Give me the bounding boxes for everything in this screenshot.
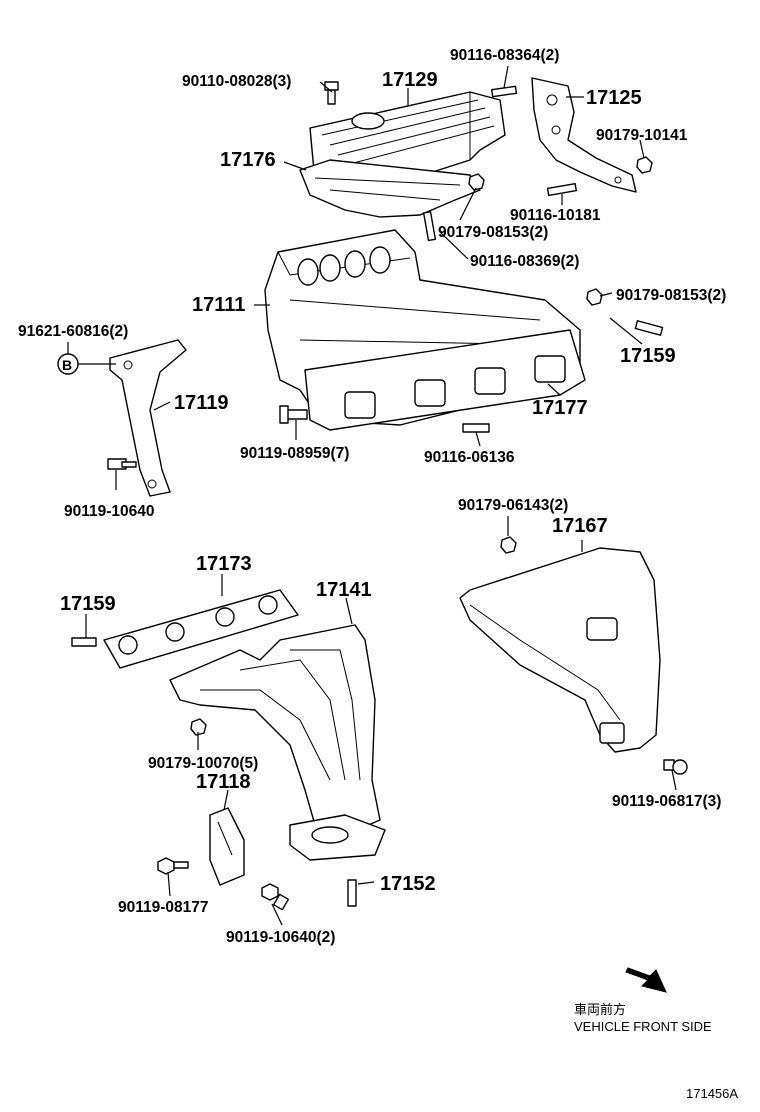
figure-id: 171456A (686, 1086, 738, 1101)
label-90110-08028: 90110-08028(3) (182, 73, 291, 90)
nut-90179-10141 (636, 156, 653, 174)
heat-insulator-17118 (209, 807, 245, 886)
label-90116-08364: 90116-08364(2) (450, 47, 559, 64)
label-17125: 17125 (586, 87, 642, 109)
label-90179-08153-right: 90179-08153(2) (616, 287, 726, 304)
label-90179-06143: 90179-06143(2) (458, 497, 568, 514)
label-90179-10141: 90179-10141 (596, 127, 688, 144)
label-17141: 17141 (316, 579, 372, 601)
bolt-90119-06817 (663, 759, 688, 775)
label-17118: 17118 (196, 771, 251, 793)
stud-17159-bottom (71, 637, 97, 647)
bolt-90119-08959 (279, 405, 308, 424)
stud-17152 (347, 879, 357, 907)
nut-90179-08153-right (586, 288, 603, 306)
stud-17159-top (634, 320, 664, 336)
label-17129: 17129 (382, 69, 438, 91)
bolt-90119-10640-top (107, 458, 137, 470)
direction-english: VEHICLE FRONT SIDE (574, 1019, 712, 1034)
nut-90179-10070 (190, 718, 207, 736)
gasket-17173 (103, 589, 299, 669)
vehicle-front-direction: 車両前方 VEHICLE FRONT SIDE (574, 967, 712, 1034)
bolt-90119-10640-bottom (261, 883, 290, 911)
leader-lines (67, 65, 677, 926)
label-17111: 17111 (192, 294, 245, 316)
label-17176: 17176 (220, 149, 276, 171)
nut-90179-08153-top (468, 173, 485, 191)
label-90116-08369: 90116-08369(2) (470, 253, 579, 270)
bolt-90119-08177 (157, 857, 189, 875)
stud-90116-08364 (490, 85, 518, 98)
label-90116-06136: 90116-06136 (424, 449, 515, 466)
label-17167: 17167 (552, 515, 608, 537)
label-91621-60816: 91621-60816(2) (18, 323, 128, 340)
direction-arrow-icon (625, 967, 667, 993)
marker-b: B (57, 353, 79, 375)
marker-b-text: B (62, 357, 72, 373)
label-17119: 17119 (174, 392, 229, 414)
label-17177: 17177 (532, 397, 588, 419)
stud-90116-06136 (462, 423, 490, 433)
bracket-17119 (109, 339, 187, 497)
direction-japanese: 車両前方 (574, 1002, 626, 1017)
label-90119-06817: 90119-06817(3) (612, 793, 721, 810)
stud-90116-10181 (546, 182, 578, 197)
bolt-90110-08028 (324, 81, 339, 105)
nut-90179-06143 (500, 536, 517, 554)
stud-90116-08369 (422, 210, 437, 242)
label-90119-10640-bottom: 90119-10640(2) (226, 929, 335, 946)
heat-insulator-17167 (459, 547, 661, 753)
label-17159-top: 17159 (620, 345, 676, 367)
bracket-17125 (531, 77, 637, 193)
gasket-17176 (299, 159, 481, 218)
label-90119-08177: 90119-08177 (118, 899, 209, 916)
label-17173: 17173 (196, 553, 252, 575)
label-17159-bottom: 17159 (60, 593, 116, 615)
label-17152: 17152 (380, 873, 436, 895)
label-90179-10070: 90179-10070(5) (148, 755, 258, 772)
label-90116-10181: 90116-10181 (510, 207, 601, 224)
part-labels: 90110-08028(3) 17129 90116-08364(2) 1712… (18, 47, 726, 946)
exhaust-manifold-17141 (169, 624, 386, 861)
label-90119-10640-top: 90119-10640 (64, 503, 155, 520)
label-90119-08959: 90119-08959(7) (240, 445, 349, 462)
label-90179-08153-top: 90179-08153(2) (438, 224, 548, 241)
